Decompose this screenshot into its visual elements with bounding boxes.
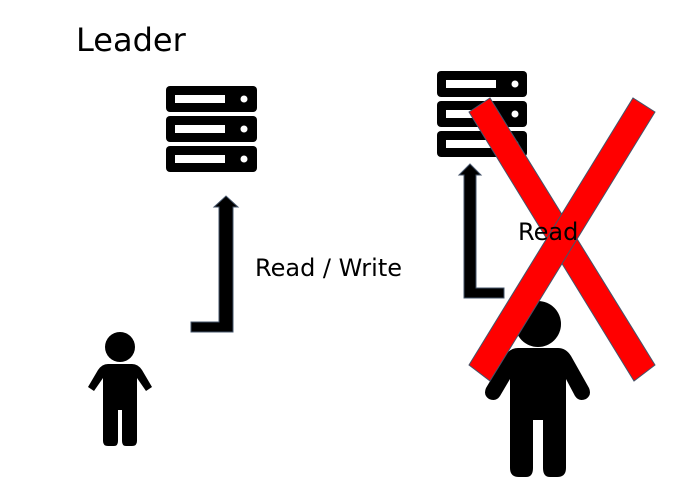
read-label: Read — [518, 218, 579, 246]
leader-server-icon — [166, 86, 257, 172]
client-person-icon — [88, 332, 152, 446]
server-unit — [166, 116, 257, 142]
server-unit — [437, 71, 527, 97]
leader-label: Leader — [76, 21, 186, 59]
cross-icon — [468, 97, 656, 382]
server-unit — [166, 86, 257, 112]
read-write-label: Read / Write — [255, 254, 403, 282]
read-arrow — [457, 163, 505, 299]
read-write-arrow — [190, 195, 240, 333]
server-unit — [166, 146, 257, 172]
